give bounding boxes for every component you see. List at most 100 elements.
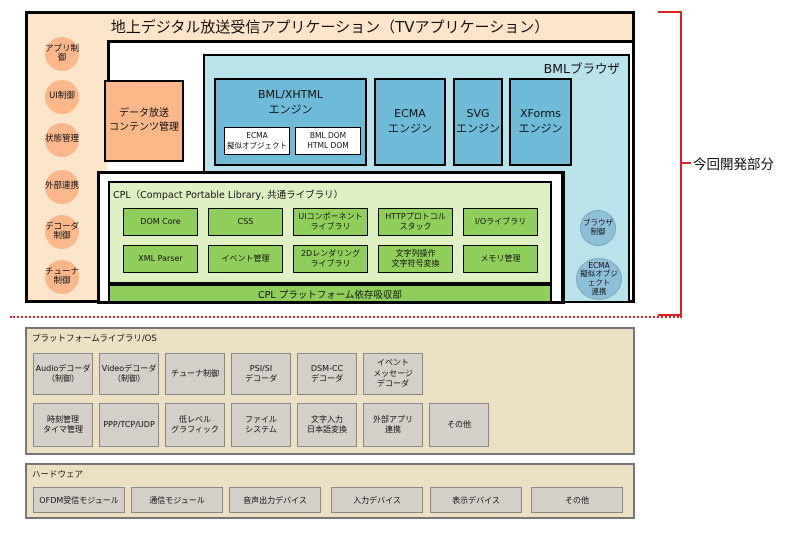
platform-module-label: DSM-CC (310, 363, 344, 373)
platform-module-label: ファイル (245, 414, 277, 424)
cpl-module-label: スタック (399, 222, 432, 231)
ui-control-circle: UI制御 (45, 80, 79, 114)
cpl-module-css: CSS (208, 208, 283, 236)
platform-module-label: デコーダ (377, 379, 409, 389)
hardware-module-other: その他 (531, 487, 623, 513)
ecma-link-line2: 擬似オブジェクト (580, 269, 618, 287)
bml-dom-line1: BML DOM (309, 131, 347, 141)
bml-dom-box: BML DOM HTML DOM (295, 127, 361, 155)
cpl-module-label: HTTPプロトコル (385, 212, 446, 221)
platform-module-other: その他 (429, 403, 489, 447)
ecma-obj-line2: 擬似オブジェクト (227, 141, 287, 150)
cpl-module-label: 文字列操作 (395, 249, 436, 258)
cpl-platform-abstraction: CPL プラットフォーム依存吸収部 (108, 284, 552, 303)
ecma-link-line1: ECMA (588, 260, 610, 270)
platform-module-label: PSI/SI (249, 363, 273, 373)
cpl-module-dom-core: DOM Core (123, 208, 198, 236)
platform-module-label: 文字入力 (311, 414, 343, 424)
xforms-engine: XForms エンジン (509, 78, 572, 166)
platform-module-label: 連携 (385, 425, 401, 434)
tuner-control-circle: チューナ制御 (45, 260, 79, 294)
platform-module-label: メッセージ (373, 368, 413, 378)
cpl-module-label: DOM Core (140, 217, 181, 226)
data-box-line2: コンテンツ管理 (109, 122, 179, 133)
hardware-module-input: 入力デバイス (331, 487, 423, 513)
data-broadcast-content-box: データ放送 コンテンツ管理 (104, 80, 184, 162)
cpl-module-ui-component: UIコンポーネント ライブラリ (293, 208, 368, 236)
external-link-circle: 外部連携 (45, 170, 79, 204)
platform-module-label: チューナ制御 (171, 368, 219, 378)
platform-module-text-input: 文字入力 日本語変換 (297, 403, 357, 447)
platform-module-label: デコーダ (245, 374, 277, 383)
platform-module-video-decoder: Videoデコーダ （制御） (99, 353, 159, 395)
bml-xhtml-engine-label: BML/XHTML エンジン (216, 88, 365, 118)
cpl-module-event: イベント管理 (208, 245, 283, 273)
platform-module-label: タイマ管理 (43, 425, 83, 434)
platform-module-event-message: イベント メッセージ デコーダ (363, 353, 423, 395)
platform-module-label: （制御） (113, 374, 145, 383)
cpl-module-label: ライブラリ (310, 259, 351, 268)
ecma-link-line3: 連携 (591, 286, 607, 296)
platform-module-label: 日本語変換 (307, 425, 347, 434)
ecma-link-circle: ECMA 擬似オブジェクト 連携 (576, 258, 622, 300)
platform-module-external-app: 外部アプリ 連携 (363, 403, 423, 447)
platform-module-graphics: 低レベル グラフィック (165, 403, 225, 447)
cpl-module-label: ライブラリ (310, 222, 351, 231)
state-management-circle: 状態管理 (45, 123, 79, 157)
xforms-engine-line2: エンジン (518, 122, 563, 135)
platform-module-time: 時刻管理 タイマ管理 (33, 403, 93, 447)
platform-module-label: 時刻管理 (47, 414, 79, 424)
ecma-pseudo-object-box: ECMA 擬似オブジェクト (224, 127, 290, 155)
cpl-module-label: メモリ管理 (480, 254, 521, 263)
ecma-engine-line2: エンジン (388, 122, 432, 135)
app-control-circle: アプリ制御 (45, 37, 79, 71)
svg-engine-line2: エンジン (456, 122, 500, 135)
ecma-obj-line1: ECMA (246, 131, 268, 141)
bml-browser-title: BMLブラウザ (543, 61, 620, 76)
hardware-module-audio-out: 音声出力デバイス (229, 487, 321, 513)
svg-engine: SVG エンジン (453, 78, 503, 166)
cpl-module-io: I/Oライブラリ (463, 208, 538, 236)
development-scope-tick (681, 162, 691, 164)
ecma-engine: ECMA エンジン (374, 78, 446, 166)
platform-module-label: Audioデコーダ (35, 363, 91, 373)
decoder-control-circle: デコーダ制御 (45, 215, 79, 249)
platform-module-filesystem: ファイル システム (231, 403, 291, 447)
platform-module-label: Videoデコーダ (101, 363, 157, 373)
cpl-module-label: CSS (237, 217, 254, 226)
platform-title: プラットフォームライブラリ/OS (32, 334, 157, 344)
hardware-module-display: 表示デバイス (430, 487, 522, 513)
platform-module-label: PPP/TCP/UDP (103, 419, 155, 429)
development-scope-bracket (658, 11, 682, 316)
cpl-module-2d-render: 2Dレンダリング ライブラリ (293, 245, 368, 273)
cpl-module-label: I/Oライブラリ (474, 217, 527, 226)
platform-module-label: その他 (447, 419, 471, 429)
platform-module-dsm-cc: DSM-CC デコーダ (297, 353, 357, 395)
platform-module-label: システム (245, 425, 277, 434)
platform-module-label: デコーダ (311, 374, 343, 383)
cpl-module-label: UIコンポーネント (298, 212, 363, 221)
bml-dom-line2: HTML DOM (307, 141, 349, 150)
development-scope-boundary (10, 316, 682, 318)
cpl-module-label: XML Parser (138, 254, 183, 263)
platform-module-label: （制御） (47, 374, 79, 383)
data-box-line1: データ放送 (119, 108, 169, 119)
platform-module-label: グラフィック (171, 425, 219, 434)
cpl-module-xml-parser: XML Parser (123, 245, 198, 273)
cpl-module-label: 2Dレンダリング (300, 249, 361, 258)
platform-module-tuner: チューナ制御 (165, 353, 225, 395)
browser-control-circle: ブラウザ制御 (580, 210, 616, 246)
cpl-title: CPL（Compact Portable Library, 共通ライブラリ） (113, 190, 344, 201)
hardware-module-ofdm: OFDM受信モジュール (33, 487, 125, 513)
hardware-title: ハードウェア (32, 470, 84, 480)
bml-xhtml-line1: BML/XHTML (257, 88, 324, 101)
xforms-engine-line1: XForms (520, 107, 561, 121)
platform-module-psi-si: PSI/SI デコーダ (231, 353, 291, 395)
platform-module-label: 外部アプリ (373, 414, 413, 424)
cpl-module-memory: メモリ管理 (463, 245, 538, 273)
platform-module-label: 低レベル (179, 414, 211, 424)
platform-module-label: イベント (377, 358, 409, 368)
platform-module-audio-decoder: Audioデコーダ （制御） (33, 353, 93, 395)
ecma-engine-line1: ECMA (394, 107, 426, 121)
bml-xhtml-line2: エンジン (268, 102, 313, 116)
